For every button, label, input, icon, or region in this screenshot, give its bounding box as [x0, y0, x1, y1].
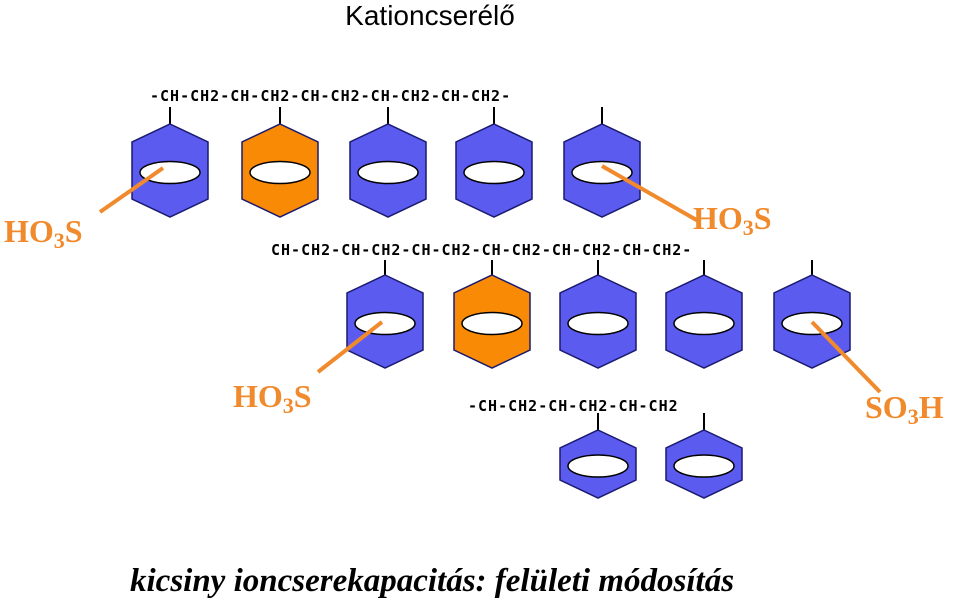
- diagram-title: Kationcserélő: [345, 0, 515, 31]
- aromatic-ring: [665, 260, 743, 369]
- aromatic-ring: [563, 107, 641, 218]
- aromatic-ring: [455, 107, 533, 218]
- sulfonic-label-right-top: HO3S: [693, 200, 772, 240]
- aromatic-ring: [665, 413, 743, 499]
- aromatic-ring: [131, 107, 209, 218]
- aromatic-ring: [773, 260, 851, 369]
- aromatic-ring: [453, 260, 531, 369]
- pointer-line: [98, 166, 165, 214]
- polymer-chain-bottom: -CH-CH2-CH-CH2-CH-CH2: [468, 397, 679, 415]
- polymer-chain-top: -CH-CH2-CH-CH2-CH-CH2-CH-CH2-CH-CH2-: [150, 87, 512, 105]
- polymer-chain-middle: CH-CH2-CH-CH2-CH-CH2-CH-CH2-CH-CH2-CH-CH…: [271, 241, 693, 259]
- sulfonic-label-left-top: HO3S: [4, 213, 83, 253]
- caption: kicsiny ioncserekapacitás: felületi módo…: [130, 563, 735, 599]
- aromatic-ring: [559, 413, 637, 499]
- aromatic-ring: [346, 260, 424, 369]
- pointer-line: [601, 164, 701, 224]
- pointer-line: [810, 320, 882, 394]
- aromatic-ring: [241, 107, 319, 218]
- pointer-line: [316, 320, 384, 374]
- aromatic-ring: [559, 260, 637, 369]
- sulfonic-label-left-middle: HO3S: [233, 378, 312, 418]
- aromatic-ring: [349, 107, 427, 218]
- sulfonic-label-right-middle: SO3H: [865, 389, 944, 429]
